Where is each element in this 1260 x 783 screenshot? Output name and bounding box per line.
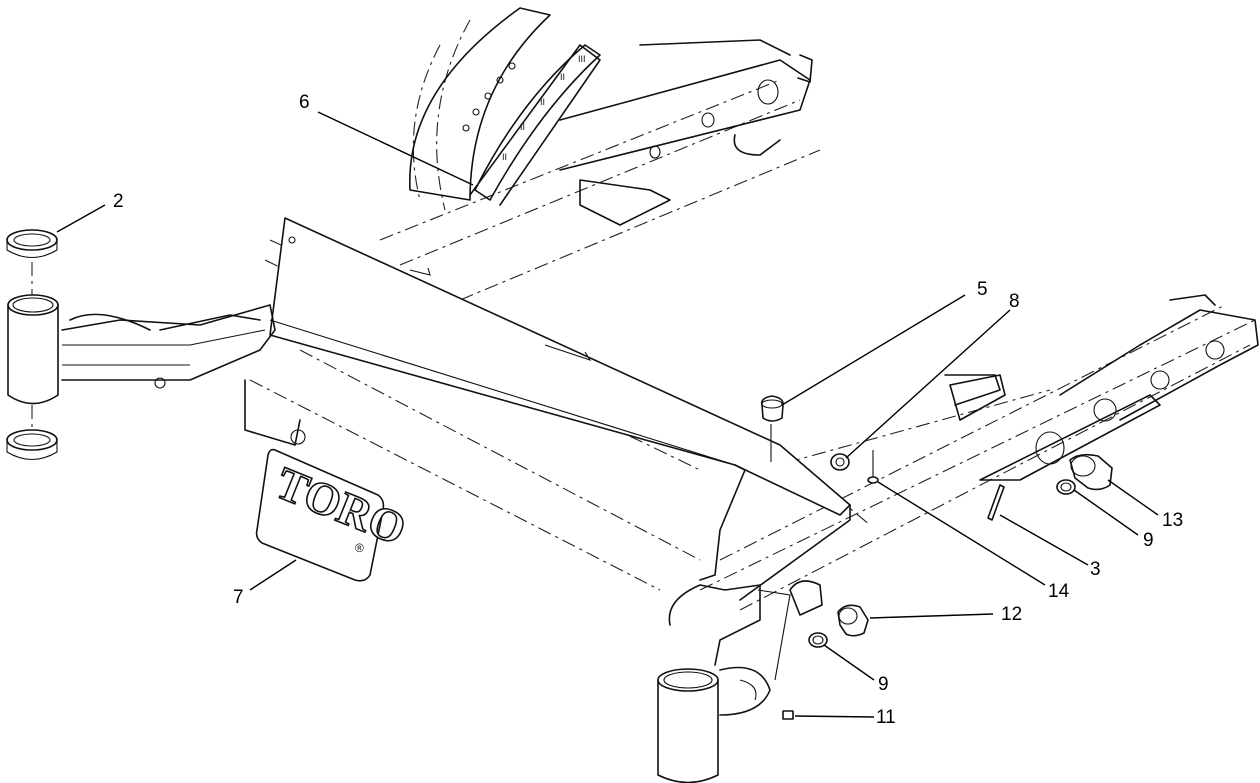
- callout-9-upper: 9: [1143, 530, 1154, 551]
- right-caster-tube: [657, 584, 791, 783]
- leader-11: [794, 715, 875, 718]
- leader-9b: [823, 644, 875, 681]
- callout-12: 12: [1001, 604, 1022, 625]
- callout-9-lower: 9: [878, 674, 889, 695]
- callout-8: 8: [1009, 291, 1020, 312]
- leader-9a: [1073, 489, 1139, 536]
- leader-14: [877, 481, 1046, 586]
- callout-5: 5: [977, 279, 988, 300]
- leader-6: [317, 111, 474, 186]
- callout-labels: 2 6 5 8 13 9 3 14 12 9 11 7: [113, 92, 1183, 728]
- leader-7: [249, 559, 297, 591]
- svg-text:II: II: [520, 122, 525, 132]
- leader-13: [1107, 479, 1159, 516]
- svg-text:III: III: [578, 54, 586, 64]
- leader-lines: [56, 111, 1159, 718]
- svg-text:II: II: [502, 152, 507, 162]
- leader-5: [781, 294, 966, 406]
- callout-3: 3: [1090, 559, 1101, 580]
- callout-2: 2: [113, 191, 124, 212]
- hardware-parts: [760, 395, 1113, 720]
- leader-8: [845, 309, 1011, 459]
- svg-text:II: II: [560, 72, 565, 82]
- leader-2: [56, 204, 106, 233]
- toro-decal: TORO ®: [255, 448, 414, 582]
- callout-14: 14: [1048, 581, 1070, 602]
- svg-text:II: II: [540, 97, 545, 107]
- callout-13: 13: [1162, 510, 1183, 531]
- callout-11: 11: [876, 707, 896, 728]
- right-side-arm: [944, 294, 1259, 481]
- left-caster-bushings: [6, 229, 59, 461]
- callout-6: 6: [299, 92, 310, 113]
- leader-3: [999, 514, 1089, 566]
- callout-7: 7: [233, 587, 244, 608]
- deck-panel: [269, 217, 851, 601]
- rear-frame: [409, 7, 813, 226]
- decal-marks: II II II II III: [462, 44, 601, 201]
- left-front-arm: [61, 304, 306, 446]
- decal-registered-mark: ®: [355, 541, 364, 555]
- leader-12: [869, 613, 994, 619]
